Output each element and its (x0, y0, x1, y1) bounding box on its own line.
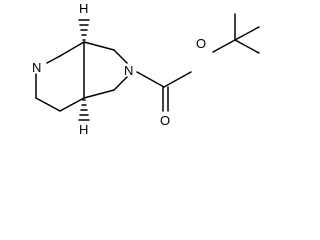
bond-oester-cquat (212, 39, 236, 53)
bond-c3p-c7a (83, 89, 115, 99)
bond-ccarbonyl-oester (163, 71, 192, 88)
atom-nh-label: N (32, 60, 41, 75)
atom-h-bottom-label: H (79, 122, 88, 137)
atom-o-carbonyl-label: O (160, 113, 170, 128)
bond-c1-n2 (113, 49, 128, 64)
bond-n2-ccarbonyl (136, 71, 165, 88)
bond-cquat-methyl-down (234, 39, 260, 54)
structure-canvas: N H N O O H (32, 1, 260, 137)
atom-n-ring-label: N (124, 63, 133, 78)
bond-c3-c3a (59, 41, 85, 57)
atom-o-ester-label: O (196, 36, 206, 51)
hashed-wedge-top (78, 19, 90, 41)
hashed-wedge-bottom (78, 99, 90, 121)
molecule-structure: N H N O O H (32, 1, 260, 137)
bond-c7-c6 (35, 97, 61, 112)
atom-h-top-label: H (79, 1, 88, 16)
bond-c3a-c1 (83, 41, 115, 51)
bond-cquat-methyl-right (234, 26, 260, 41)
bond-n2-c3p (113, 76, 128, 91)
bond-nh-c3 (46, 55, 61, 64)
bond-c7a-c7 (59, 97, 85, 112)
